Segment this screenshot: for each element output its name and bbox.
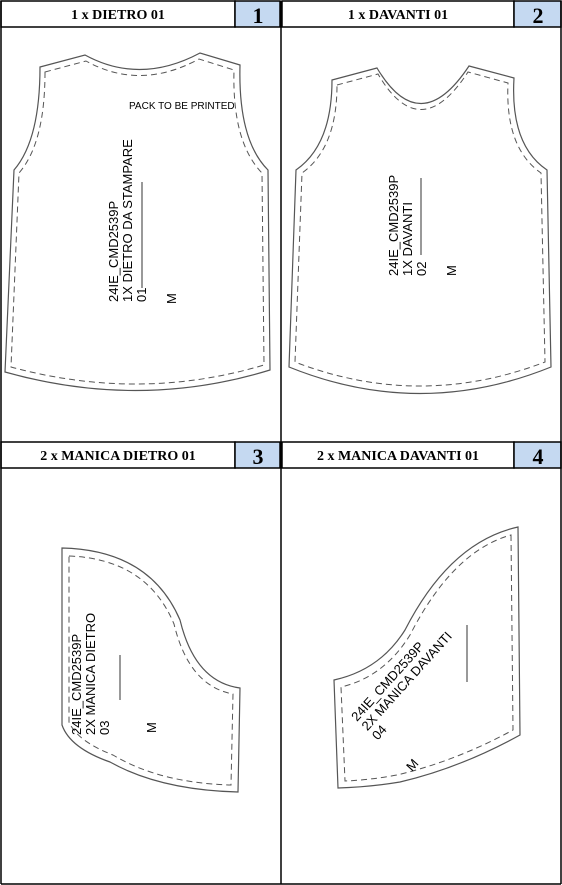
panel-1-title: 1 x DIETRO 01	[71, 8, 165, 23]
panel-2-header	[281, 0, 515, 28]
front-cut-line	[288, 65, 552, 395]
front-label-desc: 1X DAVANTI	[400, 202, 415, 276]
piece-back: PACK TO BE PRINTED 24IE_CMD2539P 1X DIET…	[4, 52, 271, 392]
back-sleeve-label: 24IE_CMD2539P 2X MANICA DIETRO 03	[69, 613, 112, 735]
piece-back-sleeve: 24IE_CMD2539P 2X MANICA DIETRO 03 M	[61, 547, 241, 793]
back-sleeve-label-code: 24IE_CMD2539P	[69, 634, 84, 735]
back-print-note: PACK TO BE PRINTED	[129, 101, 235, 112]
back-label-code: 24IE_CMD2539P	[106, 201, 121, 302]
back-label-desc: 1X DIETRO DA STAMPARE	[120, 139, 135, 302]
panel-4-number: 4	[533, 444, 544, 469]
panel-3-number-box	[234, 441, 281, 469]
back-sleeve-label-number: 03	[97, 721, 112, 735]
back-sleeve-cut-line	[61, 547, 241, 793]
front-sleeve-cut-line	[333, 526, 521, 789]
panel-1-number-box	[234, 0, 281, 28]
back-size: M	[164, 293, 179, 304]
front-size: M	[444, 265, 459, 276]
back-seam-line	[10, 58, 265, 385]
front-label: 24IE_CMD2539P 1X DAVANTI 02	[386, 175, 429, 276]
back-cut-line	[4, 52, 271, 392]
panel-3-number: 3	[253, 444, 264, 469]
back-sleeve-label-desc: 2X MANICA DIETRO	[83, 613, 98, 735]
back-sleeve-seam-line	[68, 555, 234, 786]
piece-front-sleeve: 24IE_CMD2539P 2X MANICA DAVANTI 04 M	[333, 526, 521, 789]
panel-2-title: 1 x DAVANTI 01	[348, 8, 448, 23]
front-label-number: 02	[414, 262, 429, 276]
back-label-number: 01	[134, 288, 149, 302]
panel-4-title: 2 x MANICA DAVANTI 01	[317, 449, 479, 464]
front-label-code: 24IE_CMD2539P	[386, 175, 401, 276]
front-sleeve-seam-line	[340, 534, 514, 782]
header-row-top: 1 x DIETRO 01 1 1 x DAVANTI 01 2	[0, 0, 562, 28]
front-seam-line	[294, 71, 546, 387]
piece-front: 24IE_CMD2539P 1X DAVANTI 02 M	[288, 65, 552, 395]
panel-1-number: 1	[253, 3, 264, 28]
back-sleeve-size: M	[144, 722, 159, 733]
panel-2-number: 2	[533, 3, 544, 28]
panel-3-title: 2 x MANICA DIETRO 01	[40, 449, 196, 464]
back-label: 24IE_CMD2539P 1X DIETRO DA STAMPARE 01	[106, 139, 149, 302]
